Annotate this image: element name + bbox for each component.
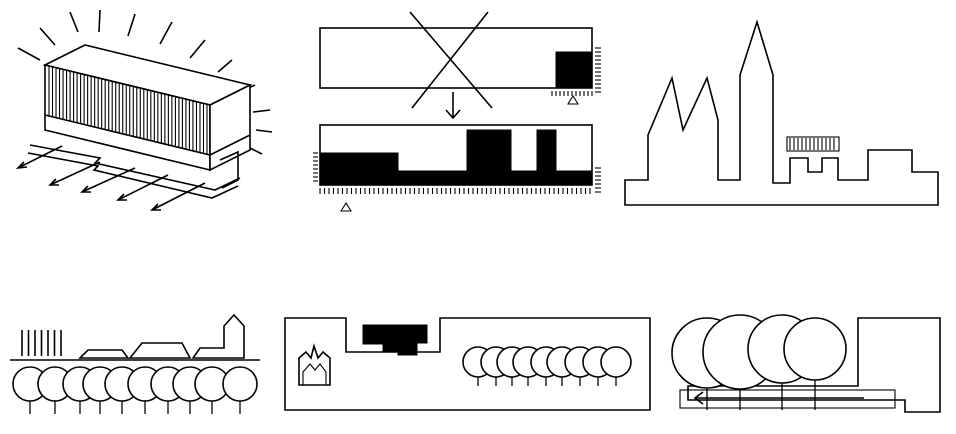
crossed-block — [319, 11, 601, 109]
tree-cluster — [462, 346, 632, 386]
tree-canopy-arrow-diagram — [671, 314, 941, 413]
down-arrow — [445, 92, 461, 120]
tree-canopy — [222, 366, 258, 402]
tree — [222, 366, 258, 414]
tree-canopy — [600, 346, 632, 378]
tree-canopy — [783, 317, 847, 381]
cathedral-icon — [298, 343, 331, 386]
shadow-arrows — [15, 145, 206, 211]
trees-rooftops-diagram — [10, 313, 260, 414]
left-arrow — [693, 391, 864, 405]
comb-frame — [786, 136, 840, 152]
solar-building-diagram — [15, 9, 273, 211]
block-transformation-diagram — [313, 11, 601, 212]
rooftops — [10, 313, 260, 361]
cathedral-skyline-diagram — [624, 19, 939, 206]
large-tree-row — [671, 314, 847, 410]
massing-profile-block — [313, 124, 601, 212]
tree — [783, 317, 847, 410]
triangle-marker-top — [567, 94, 579, 105]
tree — [600, 346, 632, 386]
building-block — [42, 44, 253, 189]
vertical-bars — [21, 330, 62, 356]
tree-row — [12, 366, 258, 414]
triangle-marker-bottom — [340, 201, 352, 212]
ground-plan — [27, 144, 241, 199]
sun-rays — [17, 9, 273, 155]
comb-detail — [786, 136, 840, 152]
site-plan-diagram — [284, 317, 651, 411]
